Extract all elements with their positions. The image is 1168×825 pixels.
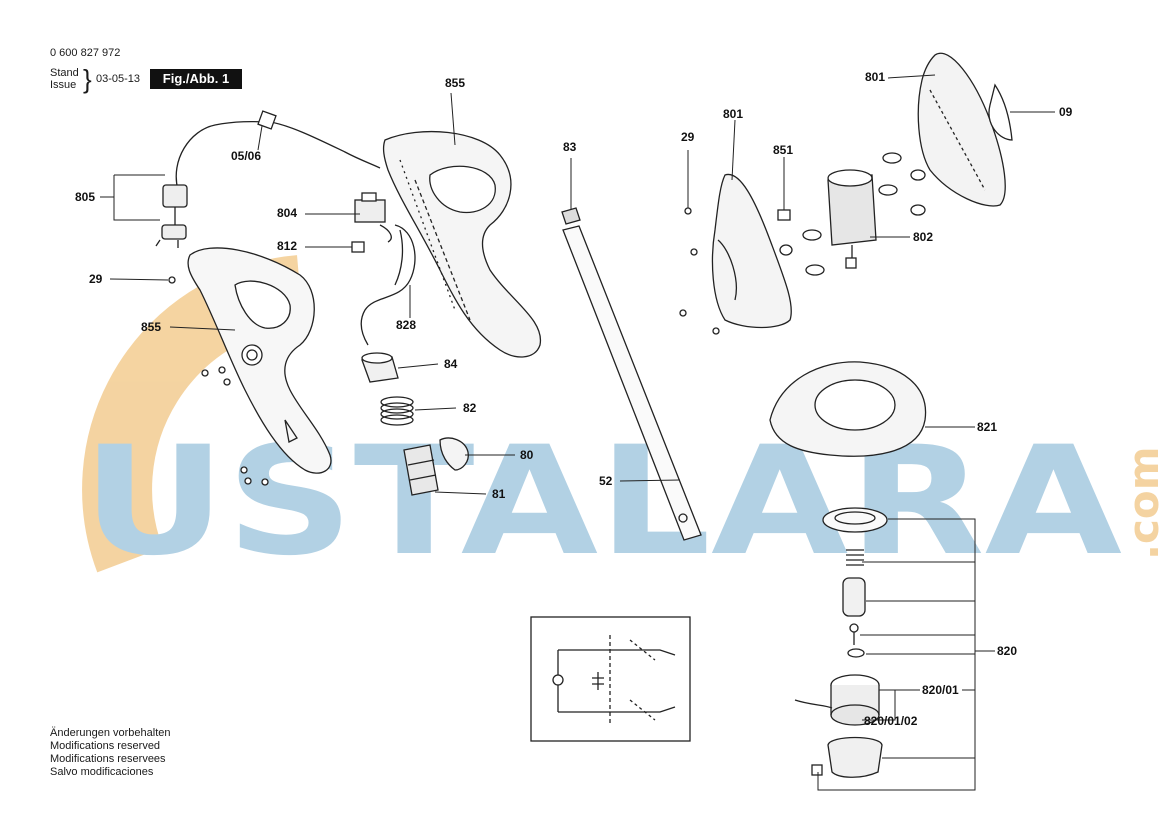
handle-half-right	[382, 131, 542, 358]
brace: }	[83, 64, 92, 94]
spring	[380, 396, 414, 426]
spool-stack	[794, 507, 888, 778]
clip	[439, 437, 469, 471]
leader-lines	[100, 74, 1055, 791]
callout-80: 80	[520, 448, 534, 462]
handle-half-left	[187, 247, 332, 474]
callout-855-top: 855	[445, 76, 465, 90]
callout-820: 820	[997, 644, 1017, 658]
screws	[168, 207, 720, 486]
figure-label: Fig./Abb. 1	[150, 69, 242, 89]
callout-821: 821	[977, 420, 997, 434]
brushes	[777, 152, 926, 276]
callout-05-06: 05/06	[231, 149, 261, 163]
notice-line-fr: Modifications reservees	[50, 753, 166, 765]
callout-804: 804	[277, 206, 297, 220]
callout-805: 805	[75, 190, 95, 204]
notice-line-es: Salvo modificaciones	[50, 766, 154, 778]
callout-52: 52	[599, 474, 613, 488]
cable-plug	[155, 110, 381, 248]
motor-cover	[711, 173, 792, 329]
callout-855-left: 855	[141, 320, 161, 334]
callout-812: 812	[277, 239, 297, 253]
watermark-text: USTALARA	[82, 415, 1122, 589]
callout-09: 09	[1059, 105, 1073, 119]
switch-body	[403, 444, 439, 496]
callout-801-top: 801	[865, 70, 885, 84]
callout-81: 81	[492, 487, 506, 501]
callout-801-mid: 801	[723, 107, 743, 121]
callout-820-01-02: 820/01/02	[864, 714, 918, 728]
issue-date: 03-05-13	[96, 73, 141, 85]
callout-802: 802	[913, 230, 933, 244]
callout-84: 84	[444, 357, 458, 371]
motor	[827, 169, 877, 269]
stand-label: Stand	[50, 67, 79, 79]
motor-housing	[917, 52, 1013, 207]
callout-851: 851	[773, 143, 793, 157]
notice-line-de: Änderungen vorbehalten	[50, 727, 171, 739]
callout-83: 83	[563, 140, 577, 154]
sleeve	[361, 352, 399, 383]
notice-line-en: Modifications reserved	[50, 740, 161, 752]
callout-820-01: 820/01	[922, 683, 959, 697]
shaft	[561, 207, 702, 541]
switch-assembly	[351, 192, 416, 346]
guard	[769, 361, 927, 457]
callout-29-mid: 29	[681, 130, 695, 144]
watermark-suffix: .com	[1119, 447, 1168, 560]
callout-82: 82	[463, 401, 477, 415]
modification-notice: Änderungen vorbehalten Modifications res…	[50, 727, 170, 779]
wiring-schematic	[530, 616, 691, 742]
callout-828: 828	[396, 318, 416, 332]
callout-labels: 855 05/06 805 804 812 828 29 855 84 82 8…	[75, 70, 1073, 728]
issue-label: Issue	[50, 79, 77, 91]
part-number: 0 600 827 972	[50, 47, 121, 59]
callout-29-left: 29	[89, 272, 103, 286]
